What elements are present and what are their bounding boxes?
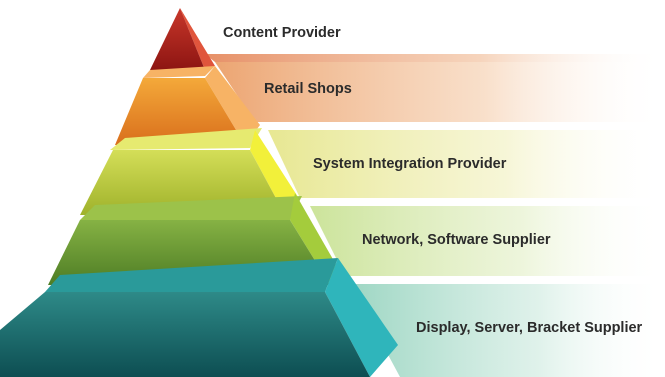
tier-label-network-software-supplier: Network, Software Supplier [362,232,551,248]
tier-retail-front [115,78,245,145]
tier-display-side [325,258,398,377]
band-display [350,284,665,377]
tier-content-side [180,8,215,70]
tier-display-top [45,258,338,292]
tier-system-top [110,128,262,150]
tier-retail-top [143,66,215,78]
tier-retail-side [205,66,260,145]
tier-label-retail-shops: Retail Shops [264,81,352,97]
band-system [268,130,665,198]
tier-label-system-integration-provider: System Integration Provider [313,156,507,172]
tier-label-display-server-bracket-supplier: Display, Server, Bracket Supplier [416,320,643,336]
tier-label-content-provider: Content Provider [223,25,341,41]
tier-system-side [250,130,300,215]
tier-system-front [80,150,285,215]
tier-content-front [150,8,205,70]
band-network [310,206,665,276]
band-content [205,54,665,62]
tier-network-top [80,196,302,220]
band-retail [215,62,665,122]
tier-display-front [0,292,370,377]
